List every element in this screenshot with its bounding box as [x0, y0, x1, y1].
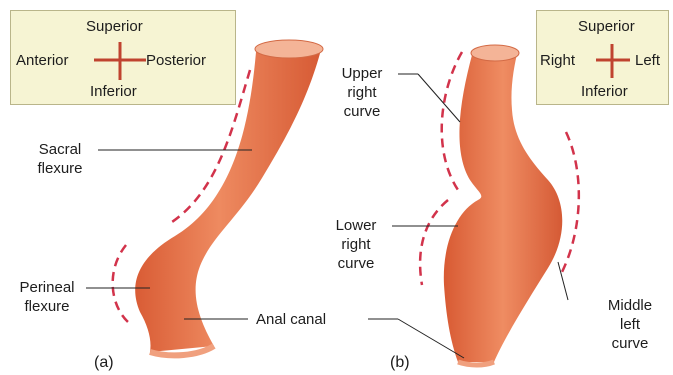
label-sacral-flexure: Sacral flexure: [22, 140, 98, 178]
label-upper-right-curve: Upper right curve: [326, 64, 398, 121]
caption-a: (a): [94, 354, 114, 372]
label-lower-right-curve: Lower right curve: [320, 216, 392, 273]
compass-a-inferior: Inferior: [90, 82, 137, 101]
compass-b-right: Right: [540, 51, 575, 70]
label-perineal-flexure: Perineal flexure: [6, 278, 88, 316]
compass-b-superior: Superior: [578, 17, 635, 36]
compass-a-anterior: Anterior: [16, 51, 69, 70]
label-anal-canal: Anal canal: [256, 310, 326, 329]
compass-a-superior: Superior: [86, 17, 143, 36]
label-middle-left-curve: Middle left curve: [592, 296, 668, 353]
compass-b-left: Left: [635, 51, 660, 70]
compass-a-posterior: Posterior: [146, 51, 206, 70]
compass-b-inferior: Inferior: [581, 82, 628, 101]
caption-b: (b): [390, 354, 410, 372]
